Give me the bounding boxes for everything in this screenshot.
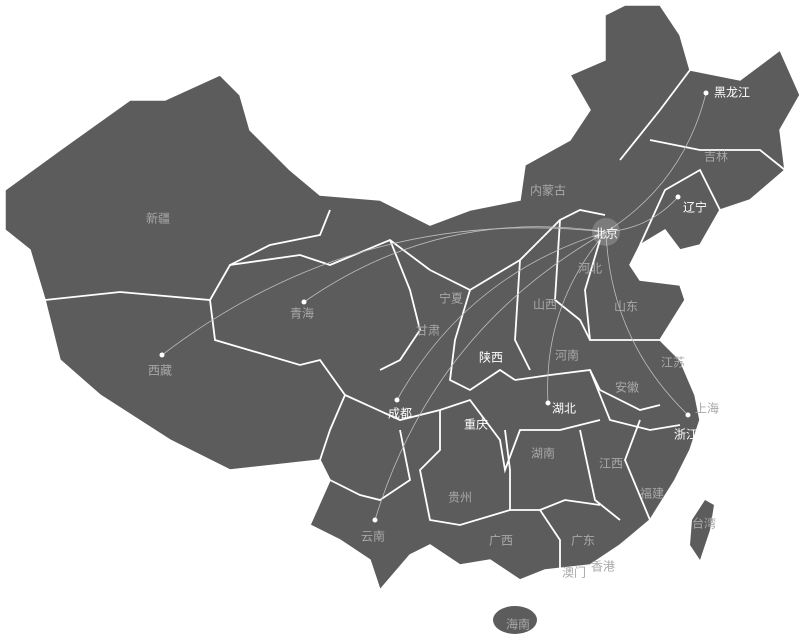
route-line [605,196,679,233]
province-label[interactable]: 江苏 [660,355,686,370]
province-label[interactable]: 广西 [488,533,514,548]
route-line [396,231,607,401]
province-label[interactable]: 黑龙江 [713,85,751,100]
origin-halo [592,218,620,246]
province-label[interactable]: 澳门 [561,565,587,580]
province-label[interactable]: 西藏 [147,363,173,378]
province-label[interactable]: 山西 [532,297,558,312]
route-end-dot [301,299,307,305]
province-label[interactable]: 山东 [613,299,639,314]
province-label[interactable]: 北京 [593,226,619,241]
province-label[interactable]: 新疆 [145,211,171,226]
province-label[interactable]: 香港 [590,559,616,574]
province-label[interactable]: 上海 [694,401,720,416]
province-label[interactable]: 贵州 [447,490,473,505]
province-label[interactable]: 海南 [505,617,531,632]
taiwan-island[interactable] [690,500,714,560]
route-line [303,226,607,303]
route-end-dot [685,412,691,418]
province-label[interactable]: 甘肃 [415,323,441,338]
province-label[interactable]: 河北 [577,261,603,276]
province-label[interactable]: 河南 [554,348,580,363]
flight-routes [161,92,707,521]
province-label[interactable]: 广东 [570,533,596,548]
land-layer [4,4,800,634]
province-label[interactable]: 内蒙古 [529,183,567,198]
province-label[interactable]: 湖南 [530,446,556,461]
hainan-island[interactable] [493,606,537,634]
route-line [161,227,607,356]
province-label[interactable]: 福建 [639,486,665,501]
mainland-outline[interactable] [4,4,800,592]
province-label[interactable]: 辽宁 [682,200,708,215]
route-end-dot [675,194,681,200]
province-label[interactable]: 成都 [387,406,413,421]
route-line [547,231,607,404]
route-line [605,92,707,233]
province-label[interactable]: 陕西 [478,350,504,365]
route-end-dot [394,397,400,403]
province-label[interactable]: 安徽 [614,380,640,395]
route-end-dot [545,400,551,406]
province-label[interactable]: 宁夏 [438,291,464,306]
province-label[interactable]: 云南 [360,529,386,544]
route-line [605,231,689,416]
province-label[interactable]: 青海 [289,306,315,321]
route-end-dot [703,90,709,96]
route-line [374,231,607,521]
province-label[interactable]: 浙江 [673,427,699,442]
province-label[interactable]: 吉林 [703,149,729,164]
route-end-dot [159,352,165,358]
province-label[interactable]: 台湾 [691,516,717,531]
province-borders [44,69,786,570]
province-label[interactable]: 重庆 [463,417,489,432]
route-end-dot [372,517,378,523]
province-label[interactable]: 湖北 [551,401,577,416]
route-end-dots [159,90,709,523]
province-label[interactable]: 江西 [598,456,624,471]
